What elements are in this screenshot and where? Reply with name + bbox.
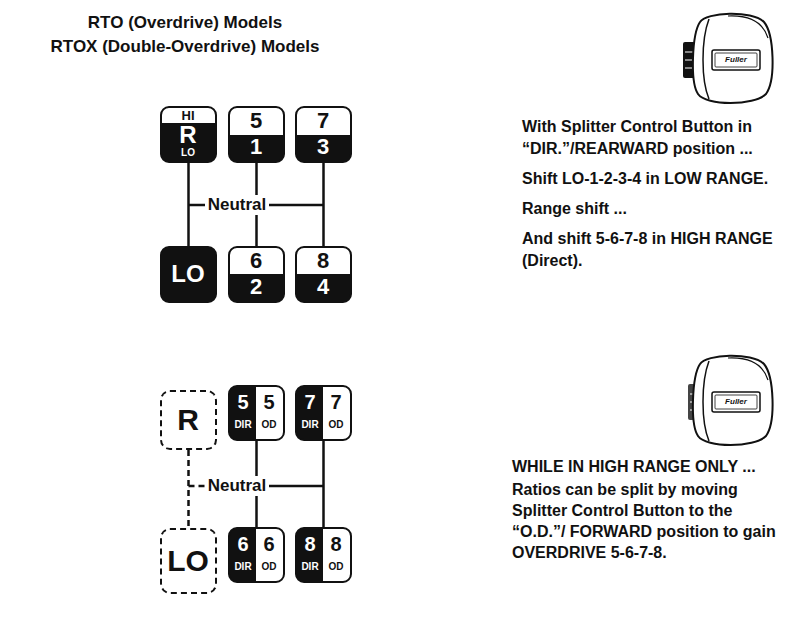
gear-number: 6: [256, 531, 282, 557]
low-gate: LO: [160, 246, 217, 303]
gear-number: 8: [323, 531, 349, 557]
name-plate-inner: [715, 53, 757, 67]
reverse-gate: R: [160, 390, 217, 450]
range-mark: HI: [162, 108, 214, 123]
split-mark: OD: [256, 416, 282, 434]
knob-outline: [693, 356, 773, 445]
gear-number: 3: [297, 134, 349, 160]
knob-edge: [703, 19, 709, 99]
name-plate: [712, 50, 760, 70]
gear-number: 1: [230, 134, 282, 160]
gear-number: 2: [230, 274, 282, 300]
button-groove: [685, 52, 693, 53]
button-groove: [685, 68, 693, 69]
gear-number: 4: [297, 274, 349, 300]
split-mark: OD: [323, 558, 349, 576]
model-title: RTO (Overdrive) Models: [20, 12, 350, 34]
name-plate-inner: [715, 395, 757, 409]
split-mark: DIR: [297, 558, 323, 576]
gear-number: 5: [256, 389, 282, 415]
instruction-text: WHILE IN HIGH RANGE ONLY ...: [512, 456, 788, 477]
split-gear-position: 77DIROD: [295, 385, 352, 441]
gear-position: 62: [228, 246, 285, 303]
brand-label: Fuller: [717, 396, 755, 408]
name-plate: [712, 392, 760, 412]
shift-path: [187, 450, 190, 528]
gear-number: 5: [230, 389, 256, 415]
button-groove: [685, 60, 693, 61]
gear-number: 7: [297, 108, 349, 134]
gate-letter: R: [162, 392, 214, 447]
range-mark: LO: [162, 147, 214, 159]
reverse-letter: R: [162, 122, 214, 148]
neutral-label: Neutral: [205, 195, 270, 215]
knob-outline: [693, 14, 773, 103]
split-mark: DIR: [297, 416, 323, 434]
instruction-text: And shift 5-6-7-8 in HIGH RANGE (Direct)…: [522, 228, 788, 272]
gear-number: 5: [230, 108, 282, 134]
gear-number: 7: [323, 389, 349, 415]
knob-shading: [728, 16, 768, 38]
gear-position: 73: [295, 106, 352, 163]
brand-label: Fuller: [717, 54, 755, 66]
gear-number: 8: [297, 248, 349, 274]
instruction-text: Ratios can be split by moving Splitter C…: [512, 479, 788, 563]
shift-path: [322, 163, 325, 246]
instruction-text: Range shift ...: [522, 198, 788, 220]
low-mark: LO: [162, 248, 214, 300]
split-mark: OD: [256, 558, 282, 576]
gear-number: 8: [297, 531, 323, 557]
shift-path: [322, 441, 325, 527]
split-mark: DIR: [230, 416, 256, 434]
gear-position: 51: [228, 106, 285, 163]
split-mark: OD: [323, 416, 349, 434]
split-gear-position: 55DIROD: [228, 385, 285, 441]
shift-path: [187, 163, 190, 246]
gear-number: 7: [297, 389, 323, 415]
instruction-text: With Splitter Control Button in “DIR.”/R…: [522, 116, 788, 160]
gear-number: 6: [230, 248, 282, 274]
model-title: RTOX (Double-Overdrive) Models: [20, 36, 350, 58]
knob-shading: [728, 358, 768, 380]
split-gear-position: 66DIROD: [228, 527, 285, 583]
gate-letter: LO: [162, 530, 214, 591]
shift-knob: [688, 356, 773, 445]
reverse-gate: HIRLO: [160, 106, 217, 163]
shift-knob: [683, 14, 773, 103]
split-gear-position: 88DIROD: [295, 527, 352, 583]
neutral-label: Neutral: [205, 476, 270, 496]
knob-edge: [703, 361, 709, 441]
low-gate: LO: [160, 528, 217, 594]
instruction-text: Shift LO-1-2-3-4 in LOW RANGE.: [522, 168, 788, 190]
split-mark: DIR: [230, 558, 256, 576]
gear-number: 6: [230, 531, 256, 557]
gear-position: 84: [295, 246, 352, 303]
